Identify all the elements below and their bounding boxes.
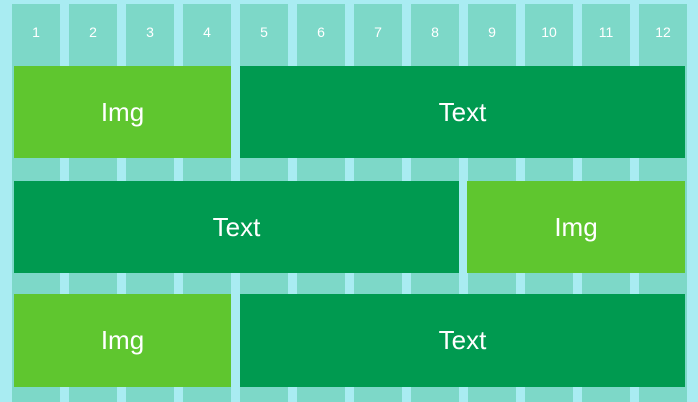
column-number: 7 — [374, 24, 382, 40]
column-number: 12 — [655, 24, 671, 40]
column-number: 9 — [488, 24, 496, 40]
row-1-text-block: Text — [240, 66, 685, 158]
column-number: 10 — [541, 24, 557, 40]
block-label: Text — [438, 325, 487, 355]
column-number: 11 — [598, 24, 614, 40]
block-label: Text — [212, 211, 261, 242]
row-2-text-block: Text — [14, 181, 459, 273]
row-3-img-block: Img — [14, 294, 231, 387]
column-number: 6 — [317, 24, 325, 40]
column-number: 5 — [260, 24, 268, 40]
column-number: 3 — [146, 24, 154, 40]
column-number: 1 — [32, 24, 40, 40]
block-label: Img — [554, 211, 598, 242]
block-label: Img — [100, 325, 145, 355]
row-2-img-block: Img — [467, 181, 685, 273]
column-number: 4 — [203, 24, 211, 40]
row-1-img-block: Img — [14, 66, 231, 158]
column-number: 8 — [431, 24, 439, 40]
block-label: Text — [438, 96, 487, 127]
block-label: Img — [100, 96, 145, 127]
row-3-text-block: Text — [240, 294, 685, 387]
column-number: 2 — [89, 24, 97, 40]
